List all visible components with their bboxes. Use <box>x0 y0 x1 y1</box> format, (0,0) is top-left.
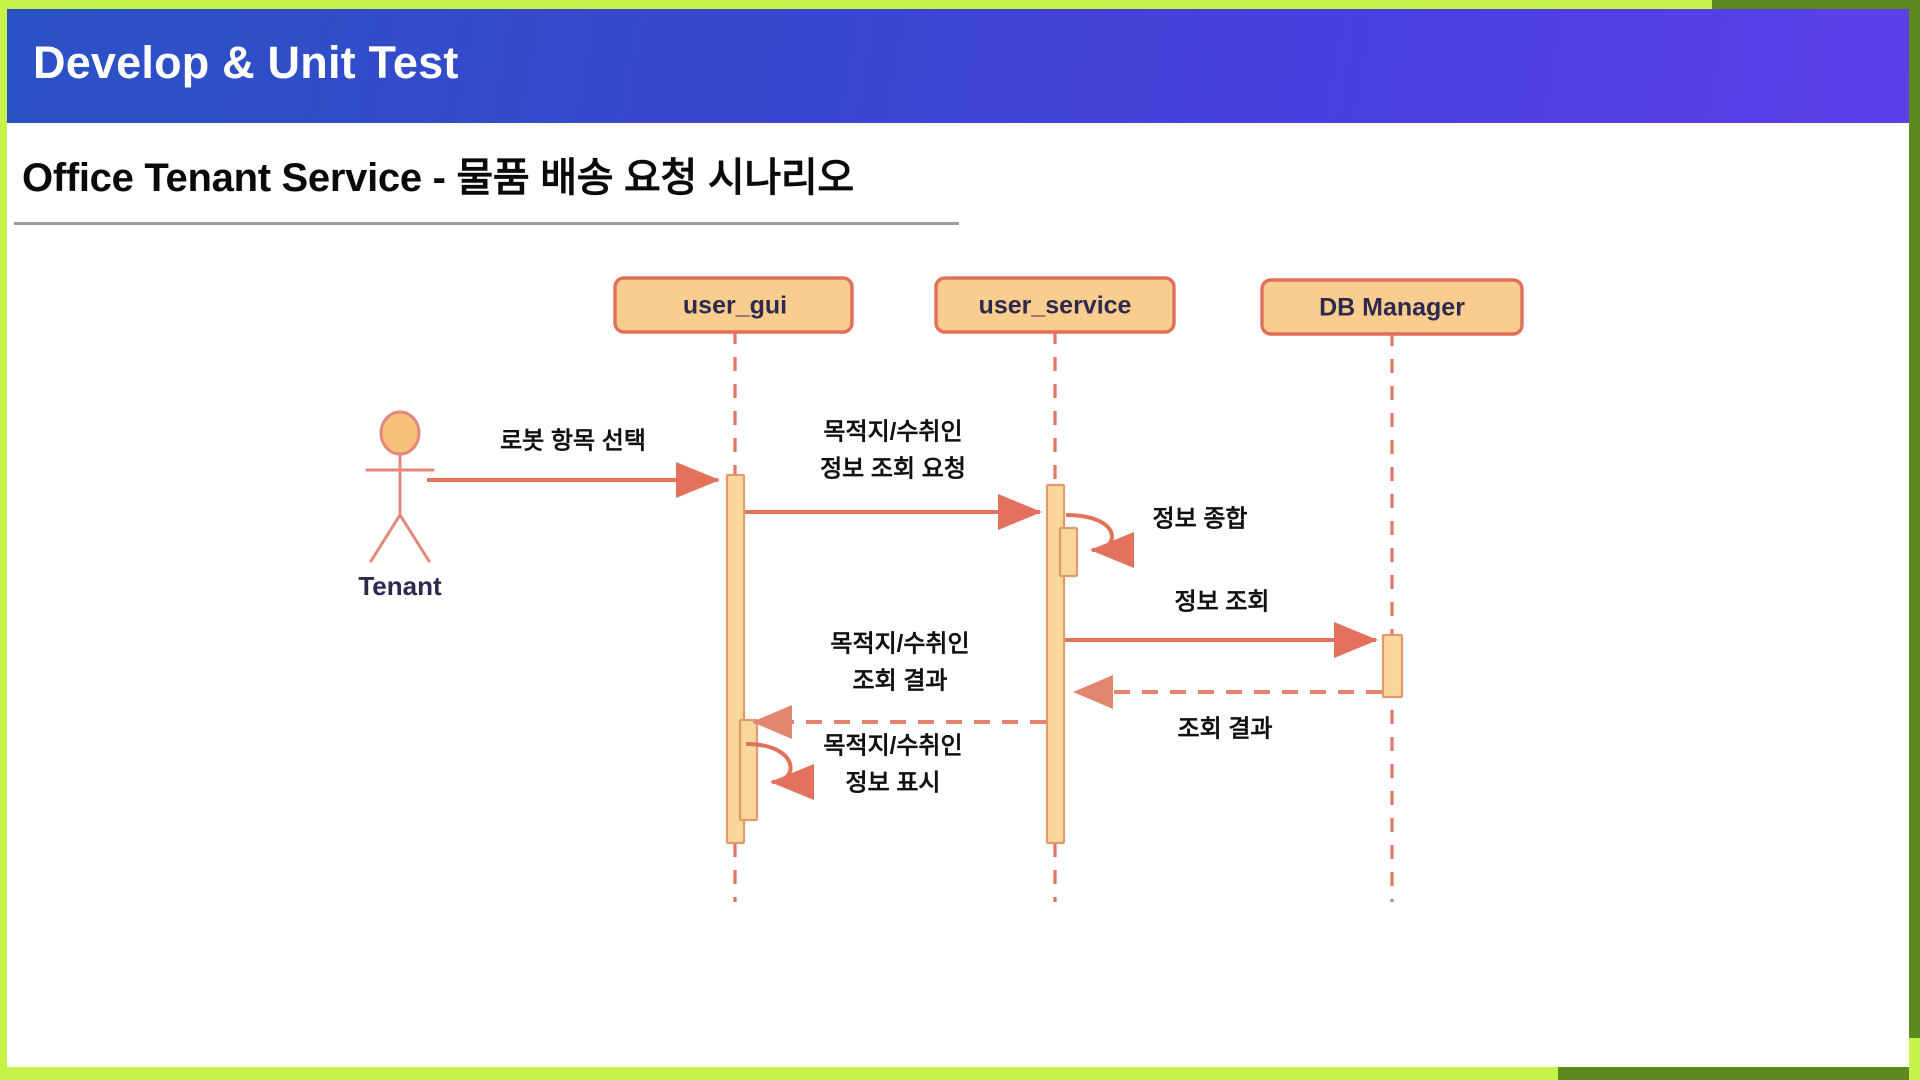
frame-border-top-dark <box>1712 0 1920 9</box>
activation-db-manager <box>1381 633 1404 699</box>
frame-border-right-bright <box>1909 1038 1920 1080</box>
frame-border-right-dark <box>1909 0 1920 1038</box>
message-1-label-line1: 로봇 항목 선택 <box>500 427 646 454</box>
message-7-label-line2: 정보 표시 <box>846 769 941 796</box>
message-3-self-loop-arrow <box>1065 513 1135 568</box>
actor-leg-right <box>398 513 431 563</box>
sequence-diagram: user_gui user_service DB Manager Tenant <box>0 230 1920 990</box>
participant-label-db-manager: DB Manager <box>1319 294 1465 322</box>
message-7-destination-info-display: 목적지/수취인 정보 표시 <box>745 732 963 800</box>
message-2-label-line1: 목적지/수취인 <box>823 418 962 445</box>
message-1-robot-item-select: 로봇 항목 선택 <box>427 427 720 498</box>
message-3-label-line1: 정보 종합 <box>1153 505 1248 532</box>
slide-subtitle: Office Tenant Service - 물품 배송 요청 시나리오 <box>22 156 854 200</box>
actor-leg-left <box>369 513 402 563</box>
participant-label-user-service: user_service <box>979 292 1132 320</box>
message-4-info-lookup: 정보 조회 <box>1065 588 1378 658</box>
actor-tenant[interactable]: Tenant <box>358 410 442 601</box>
message-5-label-line1: 조회 결과 <box>1178 715 1273 742</box>
message-6-destination-lookup-result: 목적지/수취인 조회 결과 <box>752 630 1046 739</box>
actor-label-tenant: Tenant <box>358 571 442 601</box>
header-title: Develop & Unit Test <box>33 37 459 88</box>
message-2-destination-lookup-request: 목적지/수취인 정보 조회 요청 <box>745 418 1042 530</box>
activation-user-gui-nested <box>738 718 759 822</box>
participant-box-user-service[interactable]: user_service <box>934 276 1176 334</box>
message-3-info-aggregate: 정보 종합 <box>1065 505 1248 568</box>
message-5-lookup-result: 조회 결과 <box>1073 675 1382 742</box>
header-banner: Develop & Unit Test <box>7 9 1912 123</box>
message-6-label-line2: 조회 결과 <box>853 667 948 694</box>
frame-border-bottom-dark <box>1558 1067 1920 1080</box>
message-7-self-loop-arrow <box>745 742 815 800</box>
participant-box-user-gui[interactable]: user_gui <box>613 276 854 334</box>
message-6-label-line1: 목적지/수취인 <box>830 630 969 657</box>
frame-border-left <box>0 0 7 1080</box>
participant-box-db-manager[interactable]: DB Manager <box>1260 278 1524 336</box>
activation-user-service-nested <box>1058 526 1079 578</box>
actor-head-icon <box>379 410 421 456</box>
message-2-label-line2: 정보 조회 요청 <box>820 455 966 482</box>
participant-label-user-gui: user_gui <box>683 292 787 320</box>
message-4-label-line1: 정보 조회 <box>1175 588 1270 615</box>
subtitle-divider <box>14 222 959 225</box>
frame-border-top <box>0 0 1712 9</box>
frame-border-bottom <box>0 1067 1558 1080</box>
message-7-label-line1: 목적지/수취인 <box>823 732 962 759</box>
